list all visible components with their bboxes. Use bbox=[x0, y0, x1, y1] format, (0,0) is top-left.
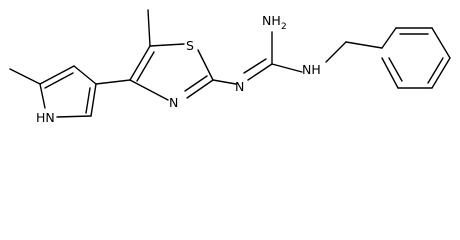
bond-thiazole-c2-n bbox=[186, 79, 214, 99]
atom-label-nh2: NH bbox=[262, 13, 281, 28]
bond-phenyl-3 bbox=[431, 27, 451, 59]
bond-nh-ch2 bbox=[325, 41, 347, 63]
bond-thiazole-c5-s bbox=[149, 43, 185, 47]
bond-thiazole-s-c2 bbox=[197, 49, 214, 81]
bond-thiazole-c2-n-double bbox=[184, 75, 208, 92]
bond-phenyl-6 bbox=[381, 57, 399, 89]
bond-pyrrole-c2-c3-double bbox=[44, 72, 74, 89]
atom-label-nh: NH bbox=[302, 62, 321, 77]
molecule-diagram: NH 2 NH N N S HN bbox=[9, 9, 451, 125]
bond-thiazole-n-c4 bbox=[129, 79, 169, 101]
atom-label-imine-n: N bbox=[235, 79, 244, 94]
bond-phenyl-4-double bbox=[427, 57, 444, 84]
bond-c-nh bbox=[271, 63, 303, 73]
bond-imine-n-c-double bbox=[243, 58, 267, 74]
bond-thiazole-c4-c5 bbox=[129, 45, 151, 81]
bond-thiazole-imine-n bbox=[212, 79, 237, 85]
bond-phenyl-1 bbox=[381, 27, 397, 49]
bond-methyl-pyrrole bbox=[9, 68, 41, 85]
bond-phenyl-6-double bbox=[388, 57, 403, 82]
structure-canvas: NH 2 NH N N S HN bbox=[9, 9, 451, 125]
bond-pyrrole-c4-c5 bbox=[90, 83, 97, 117]
atom-label-pyrrole-nh: HN bbox=[36, 110, 55, 125]
bond-pyrrole-c4-c5-double bbox=[85, 87, 91, 114]
bond-pyrrole-c2-c3 bbox=[39, 65, 75, 85]
bond-phenyl-4 bbox=[431, 57, 451, 89]
bond-pyrrole-n-c2 bbox=[39, 83, 46, 109]
bond-thiazole-c4-c5-double bbox=[136, 51, 155, 82]
atom-label-thiazole-n: N bbox=[169, 95, 178, 110]
bond-pyrrole-c3-c4 bbox=[73, 65, 97, 85]
atom-label-nh2-subscript: 2 bbox=[281, 22, 287, 32]
bond-ch2-phenyl bbox=[345, 41, 383, 49]
bond-methyl-thiazole bbox=[147, 9, 151, 47]
atom-label-thiazole-s: S bbox=[186, 38, 194, 53]
bond-pyrrole-c5-n bbox=[56, 115, 92, 118]
bond-pyrrole-thiazole bbox=[95, 79, 131, 85]
bond-imine-n-c bbox=[247, 63, 273, 81]
